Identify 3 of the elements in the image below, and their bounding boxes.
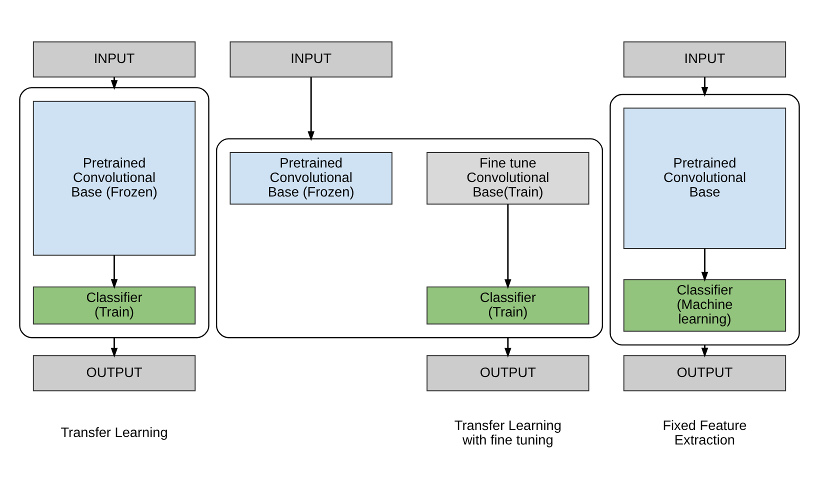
label: Transfer Learning bbox=[60, 424, 168, 440]
label: Fixed Feature Extraction bbox=[662, 417, 747, 448]
label: Transfer Learning with fine tuning bbox=[454, 417, 562, 448]
